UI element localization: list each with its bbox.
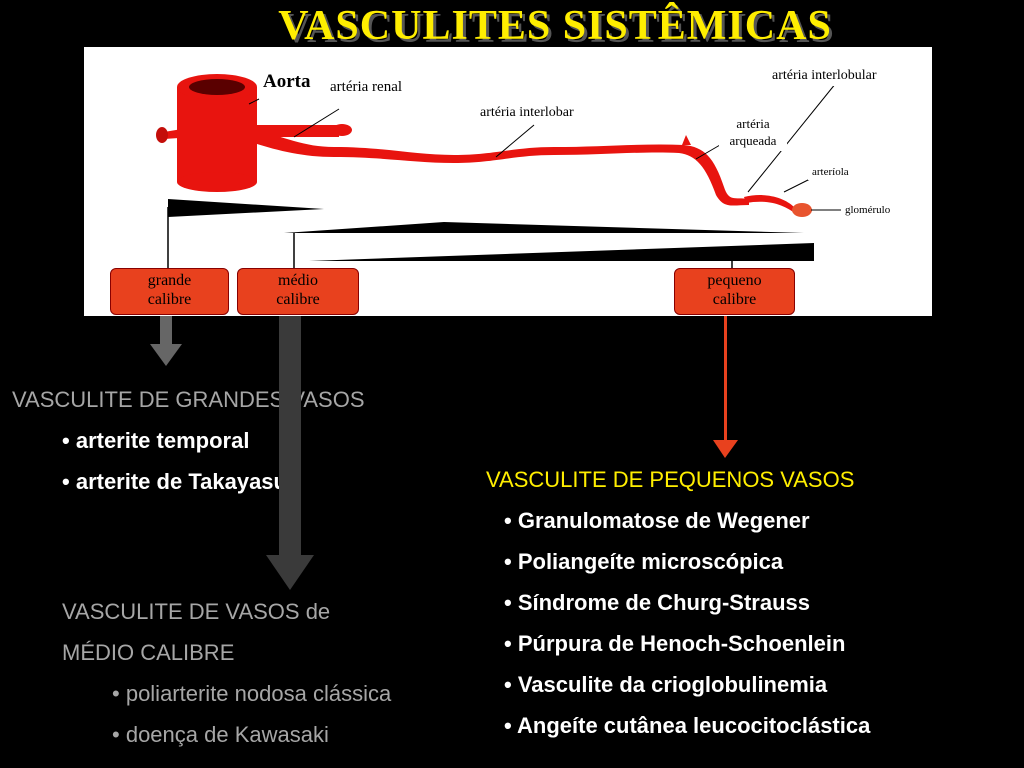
small-vessels-item: • Púrpura de Henoch-Schoenlein (504, 631, 846, 656)
large-vessels-item: • arterite temporal (62, 428, 250, 453)
vessel-diagram: Aorta artéria renal artéria interlobar a… (84, 47, 932, 316)
large-vessels-item: • arterite de Takayasu (62, 469, 287, 494)
small-caliber-line2: calibre (712, 291, 757, 308)
small-vessel-wedge (309, 243, 814, 261)
page-title: VASCULITES SISTÊMICAS (278, 3, 832, 49)
large-caliber-line1: grande (147, 272, 192, 289)
small-vessels-item: • Vasculite da crioglobulinemia (504, 672, 828, 697)
aorta-label: Aorta (261, 71, 313, 93)
large-vessel-arrow (150, 344, 182, 366)
small-vessels-heading: VASCULITE DE PEQUENOS VASOS (486, 467, 855, 492)
medium-vessels-item-text: doença de Kawasaki (125, 722, 329, 747)
medium-vessels-item-text: poliarterite nodosa clássica (125, 681, 392, 706)
large-caliber-box: grande calibre (110, 268, 229, 315)
arcuate-artery-label-line1: artéria (736, 116, 770, 131)
small-vessels-item-text: Púrpura de Henoch-Schoenlein (517, 631, 846, 656)
glomerulus-label: glomérulo (841, 202, 895, 218)
medium-vessels-heading-line2: MÉDIO CALIBRE (62, 640, 235, 665)
arteriole (744, 195, 798, 214)
small-vessels-item: • Angeíte cutânea leucocitoclástica (504, 713, 871, 738)
large-vessels-heading: VASCULITE DE GRANDES VASOS (12, 387, 365, 412)
interlobar-artery-label: artéria interlobar (476, 103, 578, 123)
large-caliber-line2: calibre (147, 291, 192, 308)
arcuate-artery-label-line2: arqueada (729, 133, 777, 148)
medium-vessels-item: • doença de Kawasaki (112, 722, 329, 747)
small-vessels-item-text: Vasculite da crioglobulinemia (517, 672, 828, 697)
renal-artery-label: artéria renal (326, 77, 407, 98)
medium-vessel-wedge (284, 222, 804, 233)
medium-caliber-box: médio calibre (237, 268, 359, 315)
small-vessels-item-text: Angeíte cutânea leucocitoclástica (517, 713, 871, 738)
small-vessels-item: • Poliangeíte microscópica (504, 549, 784, 574)
aorta-cylinder (177, 87, 257, 182)
interlobular-branch (682, 135, 691, 145)
interlobular-artery-label: artéria interlobular (768, 66, 881, 86)
large-vessels-item-text: arterite temporal (75, 428, 250, 453)
large-vessels-item-text: arterite de Takayasu (75, 469, 287, 494)
medium-vessels-item: • poliarterite nodosa clássica (112, 681, 392, 706)
medium-vessel-arrow (266, 555, 314, 590)
small-vessels-item-text: Poliangeíte microscópica (517, 549, 784, 574)
medium-caliber-line2: calibre (276, 291, 320, 308)
small-caliber-box: pequeno calibre (674, 268, 795, 315)
arteriole-label: arteríola (808, 164, 853, 180)
small-vessels-item-text: Granulomatose de Wegener (517, 508, 810, 533)
renal-artery-vessel (254, 129, 749, 206)
small-vessels-item: • Síndrome de Churg-Strauss (504, 590, 810, 615)
glomerulus (792, 203, 812, 217)
small-vessels-item: • Granulomatose de Wegener (504, 508, 810, 533)
arcuate-artery-label: artéria arqueada (719, 113, 787, 151)
vessel-drawing (156, 74, 841, 269)
small-caliber-line1: pequeno (707, 272, 762, 289)
large-vessel-wedge (168, 199, 324, 217)
small-vessels-item-text: Síndrome de Churg-Strauss (517, 590, 810, 615)
small-vessel-arrow (713, 440, 738, 458)
medium-caliber-line1: médio (278, 272, 318, 289)
medium-vessels-heading-line1: VASCULITE DE VASOS de (62, 599, 331, 624)
